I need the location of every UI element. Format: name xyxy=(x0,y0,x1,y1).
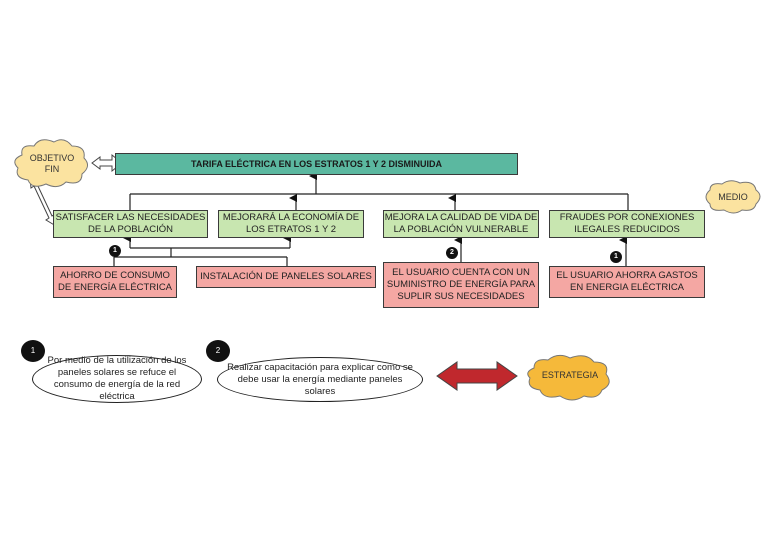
strategy-badge: 2 xyxy=(446,247,458,259)
strategy-badge: 1 xyxy=(109,245,121,257)
strategy-cloud xyxy=(527,354,610,401)
means-box[interactable]: EL USUARIO CUENTA CON UN SUMINISTRO DE E… xyxy=(383,262,539,308)
means-box[interactable]: INSTALACIÓN DE PANELES SOLARES xyxy=(196,266,376,288)
strategy-text: Realizar capacitación para explicar como… xyxy=(227,361,413,397)
goal-box[interactable]: TARIFA ELÉCTRICA EN LOS ESTRATOS 1 Y 2 D… xyxy=(115,153,518,175)
medio-label: MEDIO xyxy=(718,192,748,202)
effect-box[interactable]: MEJORARÁ LA ECONOMÍA DE LOS ETRATOS 1 Y … xyxy=(218,210,364,238)
objective-cloud xyxy=(14,139,88,188)
effect-text: MEJORA LA CALIDAD DE VIDA DE LA POBLACIÓ… xyxy=(384,212,538,235)
means-box[interactable]: EL USUARIO AHORRA GASTOS EN ENERGIA ELÉC… xyxy=(549,266,705,298)
effect-text: MEJORARÁ LA ECONOMÍA DE LOS ETRATOS 1 Y … xyxy=(222,212,360,235)
means-text: AHORRO DE CONSUMO DE ENERGÍA ELÉCTRICA xyxy=(57,270,173,293)
effects-bus xyxy=(129,172,629,210)
strategy-label: ESTRATEGIA xyxy=(541,370,599,380)
strategy-number-badge: 1 xyxy=(21,340,45,362)
strategy-oval[interactable]: Realizar capacitación para explicar como… xyxy=(217,357,423,402)
medio-cloud xyxy=(705,180,761,214)
strategy-number-badge: 2 xyxy=(206,340,230,362)
strategy-text: Por medio de la utilización de los panel… xyxy=(47,355,187,402)
effect-box[interactable]: FRAUDES POR CONEXIONES ILEGALES REDUCIDO… xyxy=(549,210,705,238)
strategy-double-arrow xyxy=(436,361,518,391)
goal-text: TARIFA ELÉCTRICA EN LOS ESTRATOS 1 Y 2 D… xyxy=(190,159,443,169)
means-text: EL USUARIO CUENTA CON UN SUMINISTRO DE E… xyxy=(386,267,536,302)
objective-label-line2: FIN xyxy=(44,164,60,174)
strategy-badge: 1 xyxy=(610,251,622,263)
effect-text: FRAUDES POR CONEXIONES ILEGALES REDUCIDO… xyxy=(559,212,695,235)
effect-box[interactable]: SATISFACER LAS NECESIDADES DE LA POBLACI… xyxy=(53,210,208,238)
means-box[interactable]: AHORRO DE CONSUMO DE ENERGÍA ELÉCTRICA xyxy=(53,266,177,298)
objective-label: OBJETIVO FIN xyxy=(24,153,80,175)
effect-text: SATISFACER LAS NECESIDADES DE LA POBLACI… xyxy=(55,212,206,235)
means-text: EL USUARIO AHORRA GASTOS EN ENERGIA ELÉC… xyxy=(556,270,698,293)
means-text: INSTALACIÓN DE PANELES SOLARES xyxy=(200,271,372,282)
means-connector-1 xyxy=(113,234,291,266)
effect-box[interactable]: MEJORA LA CALIDAD DE VIDA DE LA POBLACIÓ… xyxy=(383,210,539,238)
strategy-oval[interactable]: Por medio de la utilización de los panel… xyxy=(32,355,202,403)
objective-label-line1: OBJETIVO xyxy=(29,153,75,163)
means-connector-2 xyxy=(454,236,627,266)
